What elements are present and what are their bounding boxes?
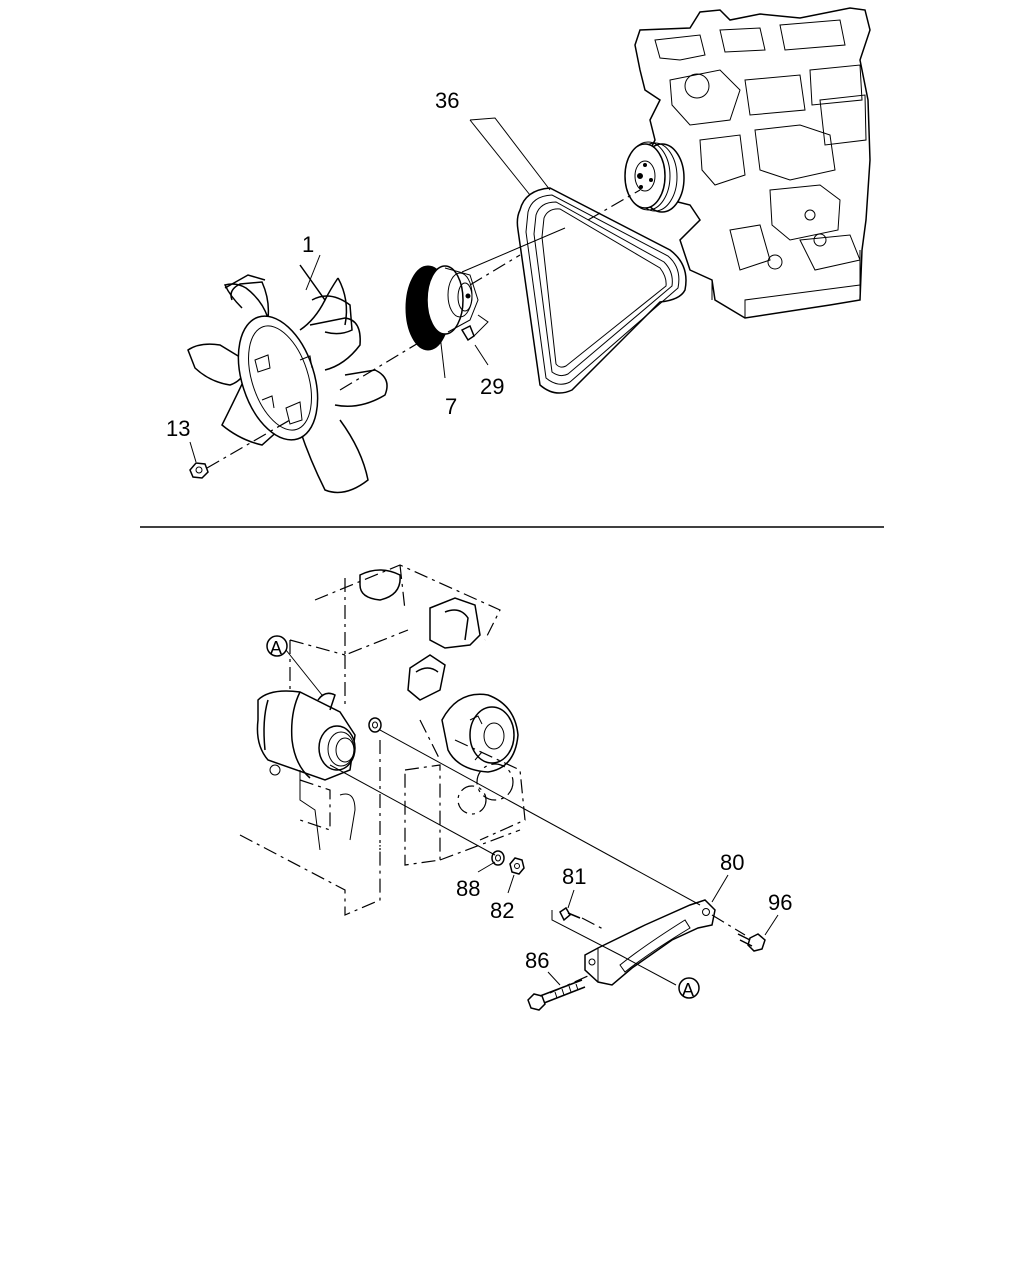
v-belt bbox=[516, 187, 687, 394]
callout-fan-clutch: 7 bbox=[445, 394, 457, 419]
callout-bolt-96: 96 bbox=[768, 890, 792, 915]
ref-marker-upper: A bbox=[266, 635, 288, 658]
callout-washer-88: 88 bbox=[456, 876, 480, 901]
adjust-bracket bbox=[584, 899, 716, 986]
engine-block-lower bbox=[239, 564, 526, 916]
ref-marker-lower: A bbox=[678, 977, 700, 1000]
leader-lines-lower bbox=[285, 649, 779, 994]
upper-ring bbox=[368, 717, 382, 733]
leader-lines-upper bbox=[189, 117, 641, 469]
callout-fan: 1 bbox=[302, 232, 314, 257]
alternator bbox=[256, 690, 356, 851]
cooling-fan bbox=[187, 264, 388, 494]
callouts-upper: 1 36 7 29 13 bbox=[166, 88, 504, 441]
bolt-81 bbox=[559, 906, 581, 922]
callout-bolt-29: 29 bbox=[480, 374, 504, 399]
callout-nut-13: 13 bbox=[166, 416, 190, 441]
nut-82 bbox=[509, 857, 525, 875]
callout-bolt-81: 81 bbox=[562, 864, 586, 889]
callout-belt: 36 bbox=[435, 88, 459, 113]
callout-bolt-86: 86 bbox=[525, 948, 549, 973]
bolt-86 bbox=[527, 979, 586, 1011]
callout-bracket: 80 bbox=[720, 850, 744, 875]
ref-marker-lower-label: A bbox=[682, 980, 694, 1000]
crankshaft-pulley bbox=[624, 141, 685, 213]
callout-nut-82: 82 bbox=[490, 898, 514, 923]
nut-13 bbox=[189, 462, 209, 479]
ref-marker-upper-label: A bbox=[270, 638, 282, 658]
fan-clutch bbox=[405, 265, 489, 351]
callouts-lower: 88 82 81 80 96 86 bbox=[456, 850, 792, 973]
bolt-96 bbox=[737, 933, 766, 952]
